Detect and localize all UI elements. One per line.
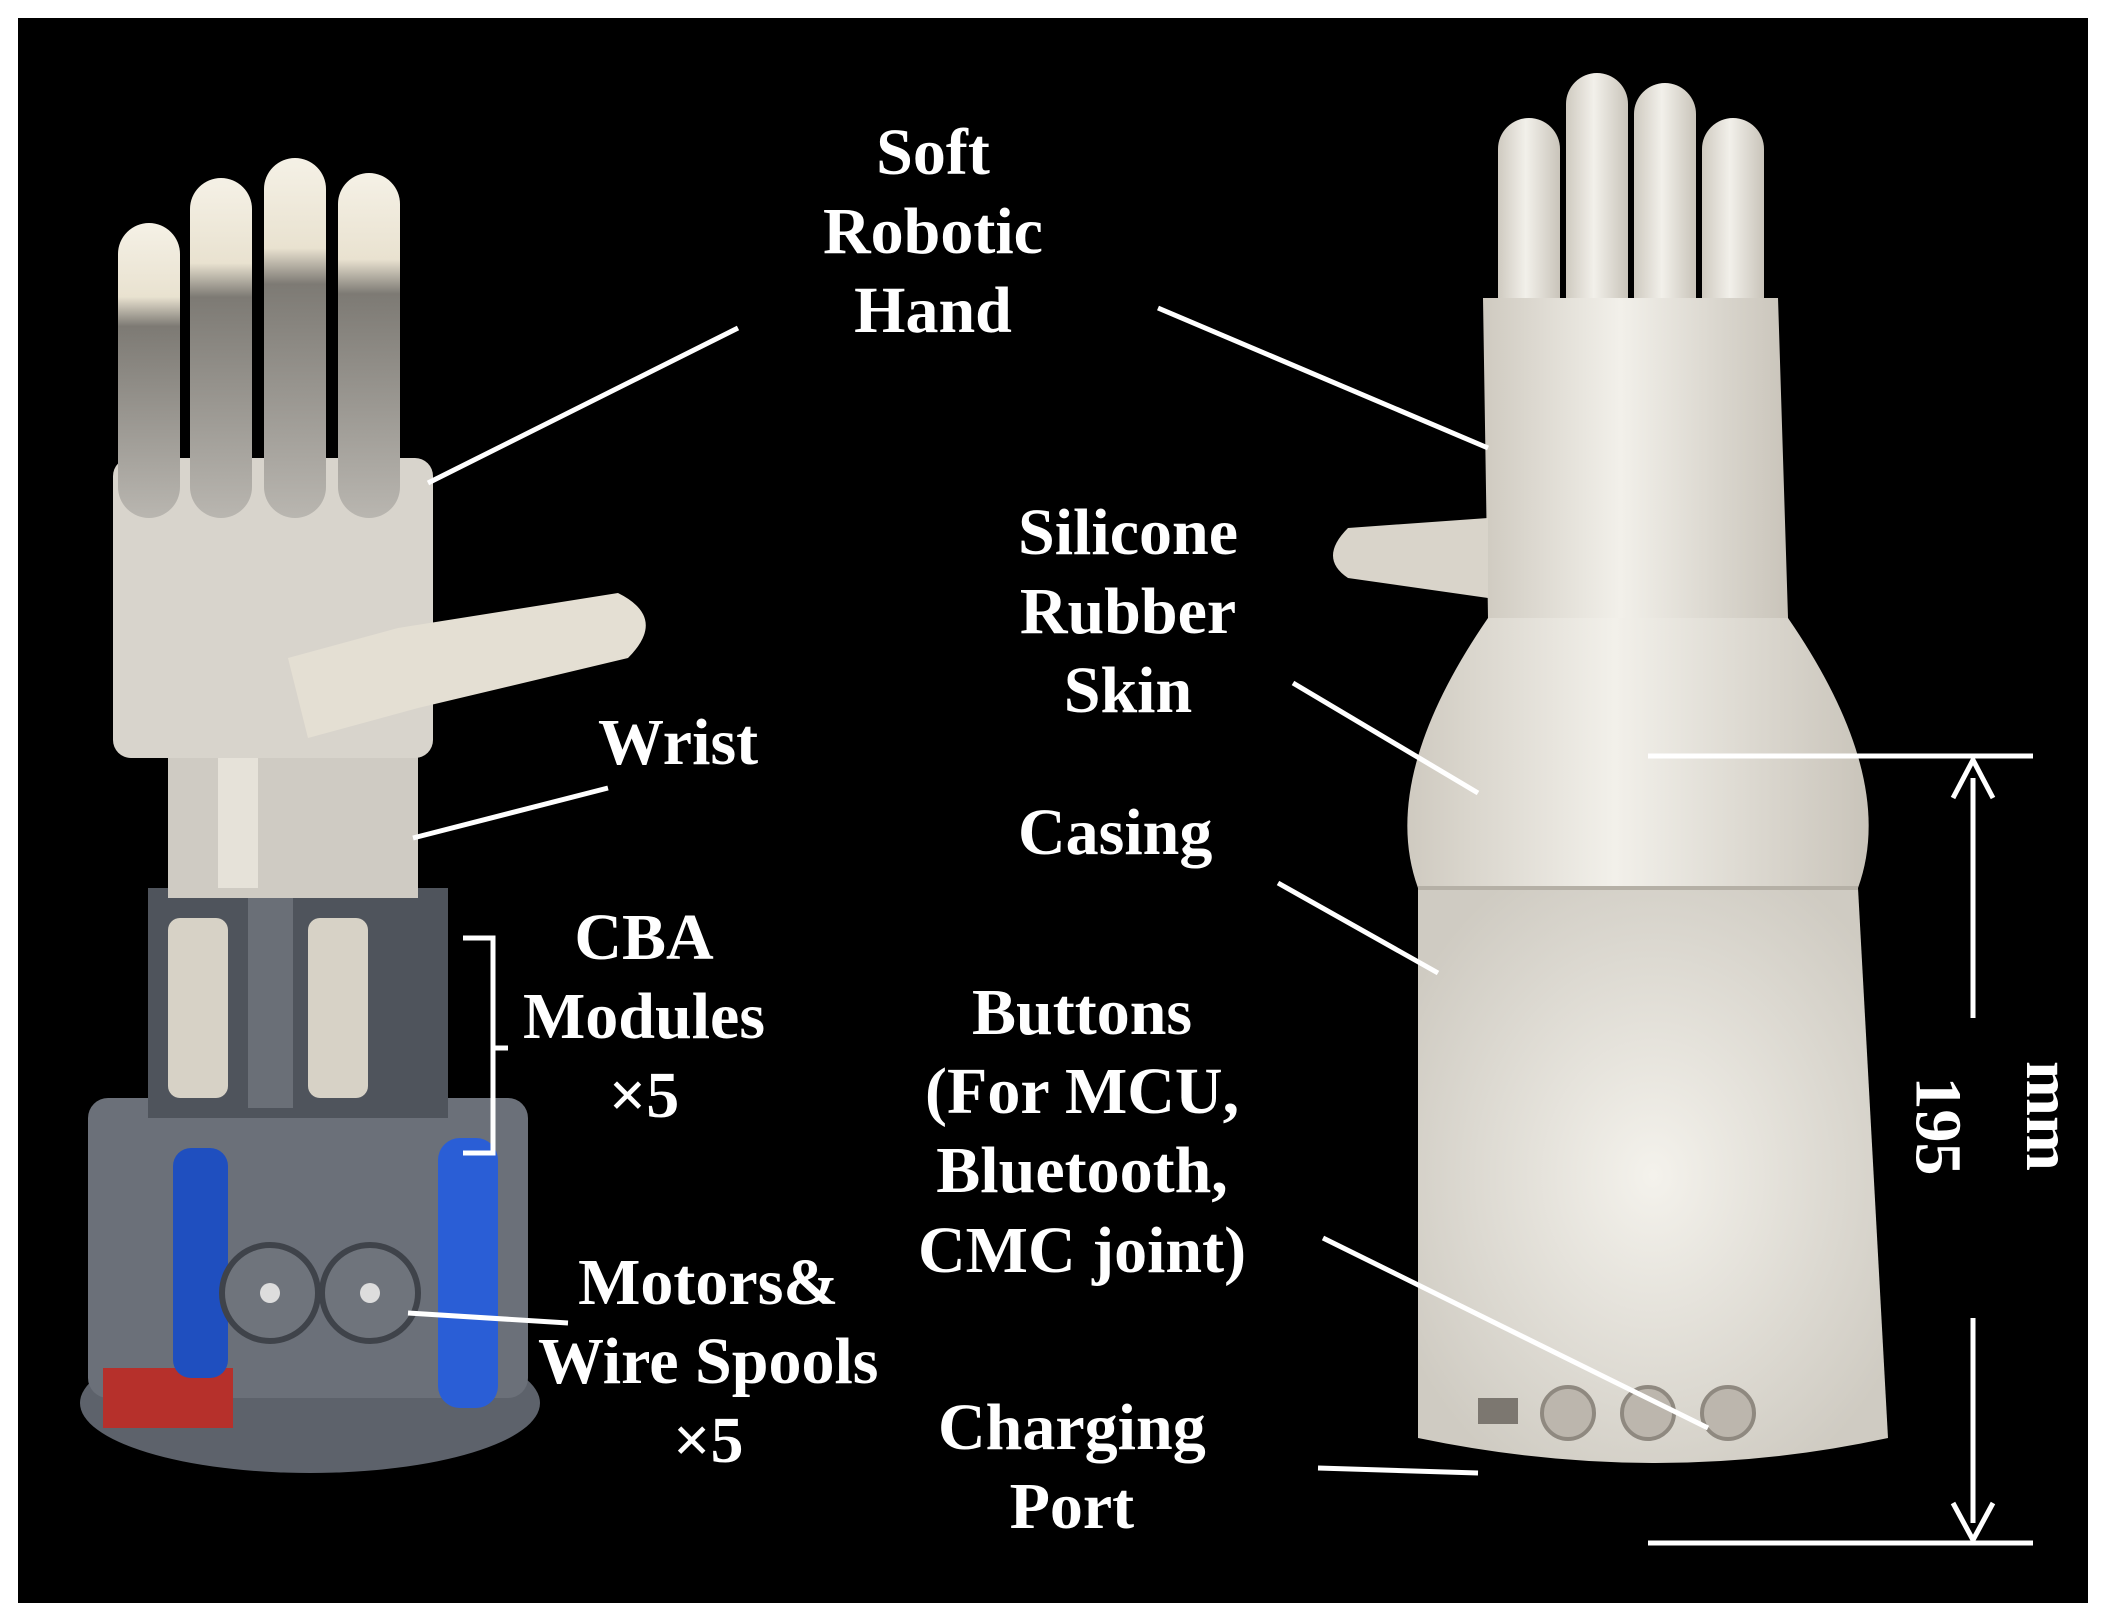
- leader-lines: [407, 305, 2033, 1546]
- casing-body: [1418, 888, 1888, 1463]
- battery-right: [438, 1138, 498, 1408]
- leader-casing: [1276, 880, 1440, 976]
- leader-buttons: [1321, 1235, 1710, 1431]
- dimension-arrowhead-top: [1950, 754, 1996, 800]
- finger-2: [1566, 73, 1628, 333]
- dimension-value: 195: [1901, 1076, 1975, 1176]
- button-bluetooth: [1620, 1385, 1676, 1441]
- finger-4: [1702, 118, 1764, 338]
- finger-3: [1634, 83, 1696, 333]
- button-mcu: [1540, 1385, 1596, 1441]
- circuit-board: [103, 1368, 233, 1428]
- finger-little: [118, 223, 180, 518]
- finger-index: [338, 173, 400, 518]
- leader-charging: [1317, 1465, 1479, 1476]
- leader-motors: [407, 1310, 569, 1326]
- label-buttons: Buttons (For MCU, Bluetooth, CMC joint): [918, 976, 1247, 1287]
- label-motors-wire-spools: Motors& Wire Spools ×5: [538, 1246, 879, 1478]
- figure-frame: Soft Robotic Hand Silicone Rubber Skin W…: [18, 18, 2088, 1603]
- finger-middle: [264, 158, 326, 518]
- right-covered-prosthesis-photo: [1333, 73, 1888, 1463]
- figure-artwork: [80, 73, 2033, 1546]
- hand-cover: [1483, 298, 1788, 618]
- wrist-joint: [168, 748, 418, 898]
- battery-left: [173, 1148, 228, 1378]
- label-casing: Casing: [1018, 796, 1213, 869]
- thumb: [288, 593, 646, 738]
- leader-soft-hand-left: [426, 325, 740, 486]
- label-charging-port: Charging Port: [938, 1391, 1206, 1544]
- left-robotic-hand-photo: [80, 158, 646, 1473]
- finger-1: [1498, 118, 1560, 338]
- leader-soft-hand-right: [1157, 305, 1489, 451]
- label-wrist: Wrist: [598, 706, 759, 779]
- leader-silicone: [1291, 680, 1480, 796]
- cba-spring-1: [168, 918, 228, 1098]
- label-soft-robotic-hand: Soft Robotic Hand: [823, 116, 1043, 348]
- silicone-forearm: [1407, 618, 1869, 888]
- cba-spring-2: [308, 918, 368, 1098]
- label-silicone-rubber-skin: Silicone Rubber Skin: [1018, 496, 1239, 728]
- dimension-arrowhead-bottom: [1950, 1501, 1996, 1546]
- leader-wrist: [412, 785, 609, 841]
- label-cba-modules: CBA Modules ×5: [523, 901, 766, 1133]
- thumb-cover: [1333, 518, 1488, 598]
- button-cmc: [1700, 1385, 1756, 1441]
- charging-port: [1478, 1398, 1518, 1424]
- finger-ring: [190, 178, 252, 518]
- bracket-cba: [463, 935, 508, 1156]
- dimension-unit: mm: [2011, 1061, 2085, 1171]
